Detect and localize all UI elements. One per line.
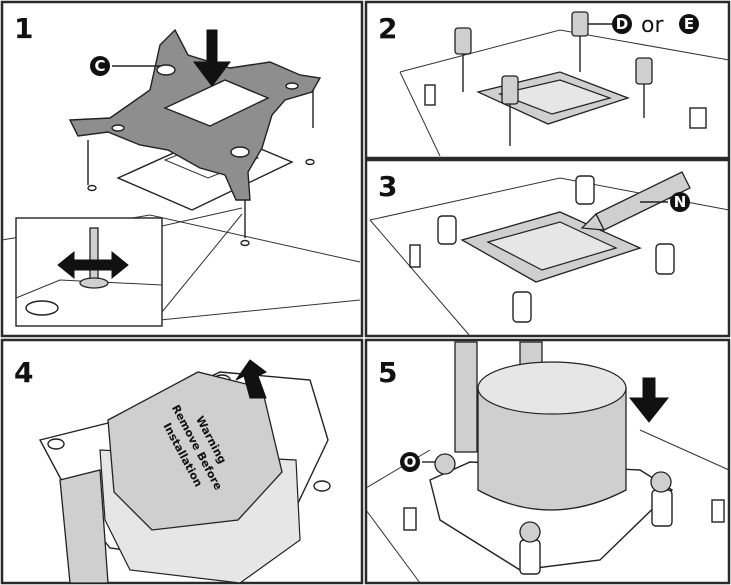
pump-body xyxy=(477,387,627,511)
thumb-screw xyxy=(519,521,541,543)
cpu-chip xyxy=(497,79,612,115)
callout-o-label: O xyxy=(404,453,417,471)
step-5-number: 5 xyxy=(378,356,397,389)
zoom-leader xyxy=(161,213,243,313)
standoff xyxy=(575,175,595,205)
pump-top xyxy=(477,361,627,415)
inset-standoff xyxy=(89,227,99,283)
horizontal-adjust-arrow-icon xyxy=(57,250,129,280)
standoff-d xyxy=(635,57,653,85)
inset-standoff-base xyxy=(79,277,109,289)
thumb-screw xyxy=(434,453,456,475)
callout-c-label: C xyxy=(94,57,105,75)
pump-tube xyxy=(59,469,109,584)
standoff xyxy=(437,215,457,245)
thumb-screw xyxy=(650,471,672,493)
bracket-hole xyxy=(111,124,125,132)
bracket-hole xyxy=(285,82,299,90)
bracket-hole xyxy=(156,64,176,76)
pin-header xyxy=(409,244,421,268)
standoff-d xyxy=(571,11,589,37)
mount-hole xyxy=(240,239,250,247)
board-edge xyxy=(399,29,730,73)
callout-e-badge xyxy=(679,14,699,34)
panel-2: D or E 2 xyxy=(364,0,731,160)
motherboard-edge-lower xyxy=(159,299,361,321)
step-2-number: 2 xyxy=(378,12,397,45)
panel-5: O 5 xyxy=(364,338,731,585)
bracket-hole xyxy=(230,146,250,158)
board-edge xyxy=(365,449,431,489)
callout-d-badge xyxy=(612,14,632,34)
down-arrow-icon xyxy=(628,377,670,423)
bracket-hole xyxy=(47,438,65,450)
step-3-number: 3 xyxy=(378,170,397,203)
down-arrow-icon xyxy=(193,29,231,87)
bracket-center-opening xyxy=(163,79,270,127)
callout-e-label: E xyxy=(684,15,694,33)
callout-c-badge xyxy=(90,56,110,76)
step-1-number: 1 xyxy=(14,12,33,45)
standoff xyxy=(655,243,675,275)
cpu-chip xyxy=(486,221,618,271)
standoff-d xyxy=(454,27,472,55)
peel-up-arrow-icon xyxy=(235,359,267,399)
zoom-leader xyxy=(161,207,243,227)
protective-film xyxy=(107,371,283,531)
standoff-d xyxy=(501,75,519,105)
callout-d-label: D xyxy=(616,15,628,33)
callout-o-badge xyxy=(400,452,420,472)
or-label: or xyxy=(641,13,664,38)
panel-1: C 1 xyxy=(0,0,364,338)
inset-hole xyxy=(25,300,59,316)
standoff xyxy=(651,489,673,527)
panel-4: Warning Remove Before Installation 4 xyxy=(0,338,364,585)
pin-header xyxy=(424,84,436,106)
bracket-hole xyxy=(313,480,331,492)
callout-n-label: N xyxy=(674,193,687,211)
panel-3: N 3 xyxy=(364,158,731,338)
syringe-tip xyxy=(580,212,606,231)
step-4-number: 4 xyxy=(14,356,33,389)
pin-header xyxy=(403,507,417,531)
board-edge xyxy=(365,509,421,584)
pin-header xyxy=(711,499,725,523)
mount-hole xyxy=(87,184,97,192)
board-edge xyxy=(399,71,441,157)
callout-n-badge xyxy=(670,192,690,212)
coolant-tube xyxy=(454,341,478,453)
pin-header xyxy=(689,107,707,129)
mount-hole xyxy=(305,158,315,166)
inset-plate-edge xyxy=(15,279,163,299)
standoff xyxy=(512,291,532,323)
board-edge xyxy=(369,219,471,337)
board-edge xyxy=(639,429,730,471)
standoff xyxy=(519,539,541,575)
